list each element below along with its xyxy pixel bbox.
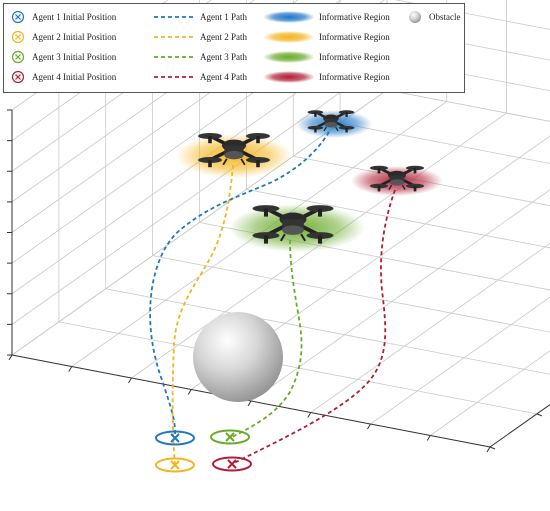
legend-label: Agent 1 Path [200,12,247,22]
legend-label: Agent 1 Initial Position [32,12,117,22]
legend-label: Agent 2 Initial Position [32,32,117,42]
obstacle-sphere [193,312,283,402]
circled-x-icon [11,50,25,64]
agent-4-initial-position-marker [212,456,252,472]
dashed-line-icon [154,56,196,58]
legend-item-region-yellow: Informative Region [261,29,390,45]
legend-label: Agent 2 Path [200,32,247,42]
legend-label: Obstacle [429,12,461,22]
agent-4-path [231,189,396,465]
agent-1-path [149,131,330,438]
agent-2-path [171,164,234,466]
blurred-ellipse-icon [263,31,315,43]
legend-item-agent-2-path: Agent 2 Path [154,29,247,45]
legend-label: Agent 3 Path [200,52,247,62]
dashed-line-icon [154,36,196,38]
agent-1-initial-position-marker [155,430,195,446]
circled-x-icon [11,10,25,24]
legend-item-region-green: Informative Region [261,49,390,65]
blurred-ellipse-icon [263,11,315,23]
legend-label: Informative Region [319,32,390,42]
legend-item-agent-4-initial: Agent 4 Initial Position [10,69,116,85]
sphere-icon [409,11,421,23]
agent-3-initial-position-marker [210,429,250,445]
legend-item-region-blue: Informative Region [261,9,390,25]
agent-3-path [229,239,303,439]
agent-2-initial-position-marker [155,457,195,473]
legend-item-agent-3-initial: Agent 3 Initial Position [10,49,116,65]
dashed-line-icon [154,76,196,78]
dashed-line-icon [154,16,196,18]
circled-x-icon [11,30,25,44]
blurred-ellipse-icon [263,71,315,83]
legend-label: Informative Region [319,72,390,82]
legend-item-agent-4-path: Agent 4 Path [154,69,247,85]
legend-item-agent-1-initial: Agent 1 Initial Position [10,9,116,25]
legend-label: Agent 3 Initial Position [32,52,117,62]
circled-x-icon [11,70,25,84]
legend-label: Agent 4 Initial Position [32,72,117,82]
legend-item-region-red: Informative Region [261,69,390,85]
blurred-ellipse-icon [263,51,315,63]
legend-label: Agent 4 Path [200,72,247,82]
legend-item-agent-3-path: Agent 3 Path [154,49,247,65]
legend-item-agent-2-initial: Agent 2 Initial Position [10,29,116,45]
legend-label: Informative Region [319,12,390,22]
legend-item-obstacle: Obstacle [407,9,461,25]
legend-item-agent-1-path: Agent 1 Path [154,9,247,25]
legend-label: Informative Region [319,52,390,62]
legend: Agent 1 Initial Position Agent 2 Initial… [3,3,465,93]
